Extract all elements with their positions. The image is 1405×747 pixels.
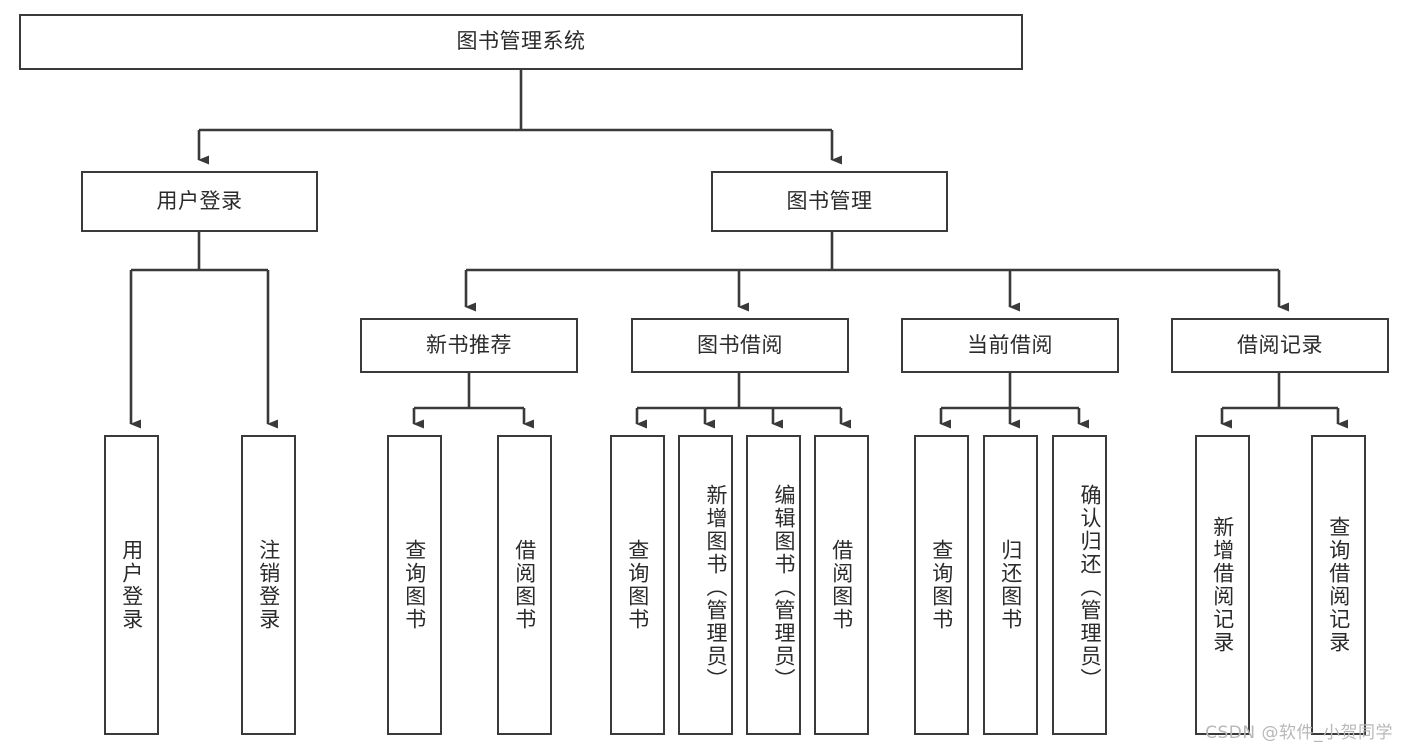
node-book-management-label: 图书管理: [786, 188, 873, 213]
node-user-login[interactable]: 用户登录: [81, 171, 318, 232]
node-leaf-confirm-return[interactable]: 确认归还（管理员）: [1052, 435, 1107, 735]
node-current-borrow-label: 当前借阅: [967, 332, 1053, 357]
node-leaf-edit-book[interactable]: 编辑图书（管理员）: [746, 435, 801, 735]
node-leaf-query-book-3[interactable]: 查询图书: [914, 435, 969, 735]
node-leaf-query-book-2-label: 查询图书: [625, 539, 650, 631]
node-book-borrow-label: 图书借阅: [697, 332, 783, 357]
node-leaf-borrow-book-1-label: 借阅图书: [512, 539, 537, 631]
node-leaf-confirm-return-label: 确认归还（管理员）: [1078, 483, 1102, 691]
node-new-book-recommend[interactable]: 新书推荐: [360, 318, 578, 373]
node-leaf-query-book-3-label: 查询图书: [929, 539, 954, 631]
node-leaf-add-record-label: 新增借阅记录: [1210, 516, 1235, 654]
node-leaf-borrow-book-2[interactable]: 借阅图书: [814, 435, 869, 735]
watermark-text: CSDN @软件_小贺同学: [1205, 723, 1393, 743]
node-leaf-user-login-label: 用户登录: [119, 539, 144, 631]
node-new-book-recommend-label: 新书推荐: [426, 332, 512, 357]
node-book-borrow[interactable]: 图书借阅: [631, 318, 849, 373]
node-root-label: 图书管理系统: [456, 29, 586, 54]
node-book-management[interactable]: 图书管理: [711, 171, 948, 232]
node-leaf-user-logout[interactable]: 注销登录: [241, 435, 296, 735]
node-current-borrow[interactable]: 当前借阅: [901, 318, 1119, 373]
node-leaf-user-login[interactable]: 用户登录: [104, 435, 159, 735]
node-leaf-query-record[interactable]: 查询借阅记录: [1311, 435, 1366, 735]
node-root[interactable]: 图书管理系统: [19, 14, 1023, 70]
node-leaf-query-book-1[interactable]: 查询图书: [387, 435, 442, 735]
node-leaf-return-book[interactable]: 归还图书: [983, 435, 1038, 735]
node-leaf-query-record-label: 查询借阅记录: [1326, 516, 1351, 654]
node-leaf-query-book-2[interactable]: 查询图书: [610, 435, 665, 735]
node-leaf-add-record[interactable]: 新增借阅记录: [1195, 435, 1250, 735]
node-leaf-user-logout-label: 注销登录: [256, 539, 281, 631]
node-leaf-edit-book-label: 编辑图书（管理员）: [772, 483, 796, 691]
node-leaf-add-book-label: 新增图书（管理员）: [704, 483, 728, 691]
node-leaf-add-book[interactable]: 新增图书（管理员）: [678, 435, 733, 735]
node-borrow-record-label: 借阅记录: [1237, 332, 1323, 357]
node-user-login-label: 用户登录: [156, 188, 243, 213]
node-leaf-borrow-book-1[interactable]: 借阅图书: [497, 435, 552, 735]
node-leaf-return-book-label: 归还图书: [998, 539, 1023, 631]
node-leaf-query-book-1-label: 查询图书: [402, 539, 427, 631]
node-borrow-record[interactable]: 借阅记录: [1171, 318, 1389, 373]
node-leaf-borrow-book-2-label: 借阅图书: [829, 539, 854, 631]
